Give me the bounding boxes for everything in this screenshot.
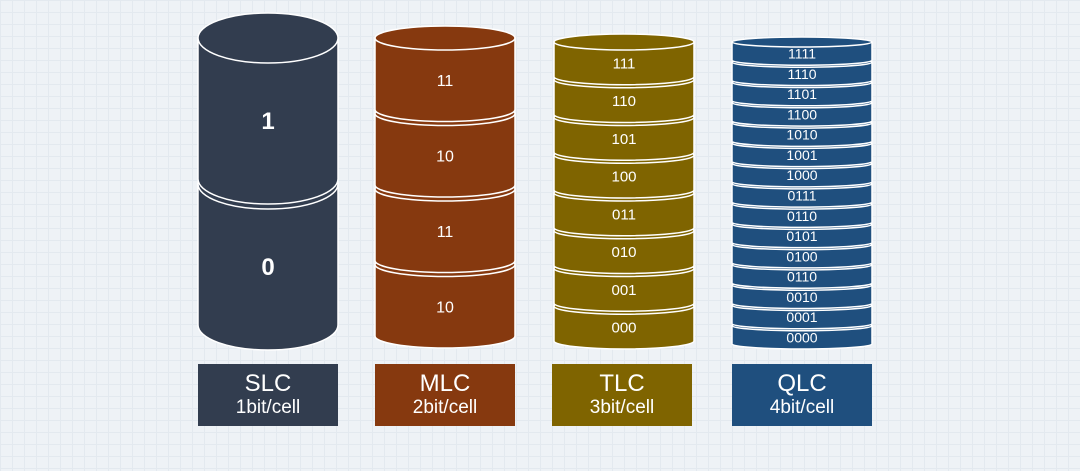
slc-cell-top bbox=[197, 12, 339, 64]
tlc-cell-body bbox=[553, 192, 695, 237]
mlc-cell-body bbox=[374, 37, 516, 123]
tlc-cell-value: 011 bbox=[612, 206, 636, 223]
qlc-cell-body bbox=[731, 324, 873, 350]
qlc-cell-body bbox=[731, 243, 873, 269]
qlc-stack: 0000 0001 0010 0110 0100 0101 0110 0111 1000 1001… bbox=[731, 36, 873, 350]
tlc-cell-body bbox=[553, 154, 695, 199]
mlc-cell-value: 11 bbox=[437, 73, 454, 90]
slc-cell-value: 0 bbox=[261, 254, 274, 281]
qlc-cell-value: 0111 bbox=[787, 188, 816, 204]
qlc-cell-body bbox=[731, 183, 873, 208]
qlc-cell-body bbox=[731, 122, 873, 148]
tlc-cell-value: 100 bbox=[611, 169, 636, 186]
mlc-cell-value: 11 bbox=[437, 224, 454, 241]
mlc-stack: 10 11 10 11 bbox=[374, 25, 516, 349]
qlc-cell-body bbox=[731, 81, 873, 107]
slc-stack: 01 bbox=[197, 12, 339, 351]
mlc-cell-body bbox=[374, 112, 516, 198]
tlc-cell-body bbox=[553, 41, 695, 86]
slc-cell-body bbox=[197, 183, 339, 351]
slc-cell-value: 1 bbox=[261, 108, 274, 135]
tlc-stack: 000 001 010 011 100 101 110 111 bbox=[553, 33, 695, 350]
tlc-cell-body bbox=[553, 267, 695, 312]
mlc-cell-body bbox=[374, 188, 516, 274]
tlc-cell-value: 000 bbox=[611, 320, 636, 337]
tlc-type-text: TLC bbox=[599, 370, 645, 397]
qlc-cell-top bbox=[731, 36, 873, 48]
qlc-cell-body bbox=[731, 142, 873, 168]
qlc-cell-value: 1001 bbox=[786, 147, 817, 163]
qlc-cell-body bbox=[731, 41, 873, 67]
qlc-cell-body bbox=[731, 264, 873, 289]
qlc-cell-body bbox=[731, 304, 873, 330]
mlc-bits-text: 2bit/cell bbox=[412, 397, 478, 418]
tlc-cell-value: 101 bbox=[611, 131, 636, 148]
tlc-cell-value: 111 bbox=[613, 55, 636, 72]
qlc-cell-0: 1111 bbox=[731, 36, 873, 67]
tlc-label: TLC 3bit/cell bbox=[552, 364, 692, 426]
mlc-cell-body bbox=[374, 263, 516, 349]
tlc-cell-value: 110 bbox=[612, 93, 636, 110]
tlc-cell-value: 001 bbox=[611, 282, 636, 299]
mlc-cell-top bbox=[374, 25, 516, 51]
qlc-cell-value: 0101 bbox=[786, 228, 817, 244]
mlc-type-text: MLC bbox=[419, 370, 471, 397]
slc-cell-body bbox=[197, 37, 339, 205]
qlc-cell-value: 0110 bbox=[787, 269, 817, 285]
slc-label: SLC 1bit/cell bbox=[198, 364, 338, 426]
tlc-cell-value: 010 bbox=[611, 244, 636, 261]
qlc-cell-body bbox=[731, 203, 873, 229]
qlc-cell-value: 0110 bbox=[787, 208, 817, 224]
qlc-cell-body bbox=[731, 223, 873, 249]
mlc-cell-value: 10 bbox=[436, 148, 454, 165]
qlc-cell-value: 1101 bbox=[787, 86, 817, 102]
qlc-cell-body bbox=[731, 102, 873, 127]
qlc-cell-body bbox=[731, 284, 873, 310]
qlc-cell-body bbox=[731, 162, 873, 188]
mlc-cell-value: 10 bbox=[436, 299, 454, 316]
qlc-cell-value: 1110 bbox=[787, 66, 816, 82]
qlc-cell-value: 1010 bbox=[786, 127, 817, 143]
qlc-cell-value: 0100 bbox=[786, 248, 817, 264]
qlc-cell-value: 1000 bbox=[786, 167, 817, 183]
tlc-cell-body bbox=[553, 79, 695, 124]
tlc-cell-0: 111 bbox=[553, 33, 695, 86]
qlc-cell-value: 1100 bbox=[787, 106, 817, 122]
tlc-bits-text: 3bit/cell bbox=[589, 397, 655, 418]
qlc-bits-text: 4bit/cell bbox=[769, 397, 835, 418]
qlc-cell-value: 0000 bbox=[786, 329, 817, 345]
qlc-cell-body bbox=[731, 61, 873, 87]
mlc-label: MLC 2bit/cell bbox=[375, 364, 515, 426]
tlc-cell-body bbox=[553, 230, 695, 275]
qlc-cell-value: 0001 bbox=[786, 309, 817, 325]
slc-type-text: SLC bbox=[244, 370, 292, 397]
mlc-cell-0: 11 bbox=[374, 25, 516, 123]
qlc-label: QLC 4bit/cell bbox=[732, 364, 872, 426]
slc-cell-0: 1 bbox=[197, 12, 339, 205]
tlc-cell-body bbox=[553, 305, 695, 350]
qlc-cell-value: 1111 bbox=[788, 46, 816, 62]
tlc-cell-top bbox=[553, 33, 695, 51]
qlc-type-text: QLC bbox=[777, 370, 827, 397]
qlc-cell-value: 0010 bbox=[786, 289, 817, 305]
slc-bits-text: 1bit/cell bbox=[235, 397, 301, 418]
tlc-cell-body bbox=[553, 116, 695, 161]
